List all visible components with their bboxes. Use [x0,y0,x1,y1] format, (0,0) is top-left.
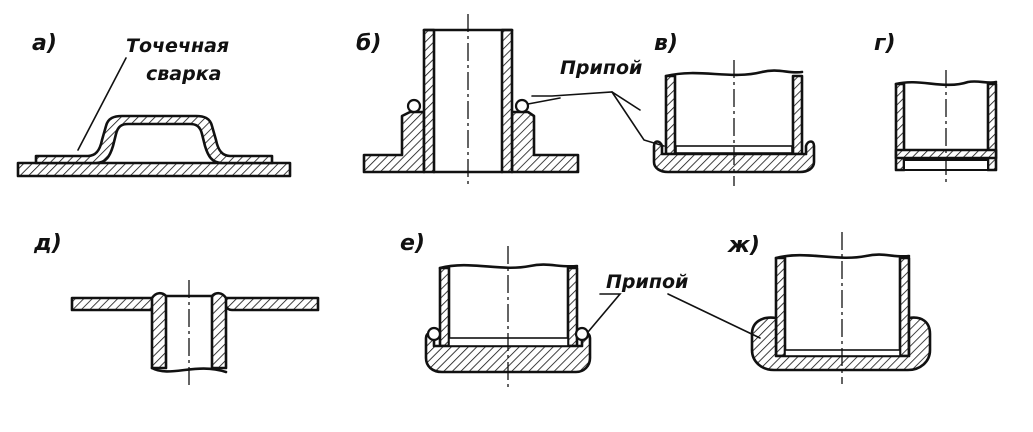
leader-solder-zh [667,293,761,339]
leader-solder-b [531,91,641,111]
flared-wall-right [210,291,228,370]
label-v: в) [654,31,678,56]
figure-b-tube-in-flange: б) [356,14,580,186]
flange-right [510,110,580,174]
leader-solder-b2 [527,97,561,105]
figure-e-cup-solder: е) Припой [400,231,688,388]
tube-wall-right [500,28,514,174]
solder-bead-right [514,98,530,114]
callout-spot-weld-line1: Точечная [126,35,229,57]
callout-spot-weld-line2: сварка [146,63,221,85]
figure-a-spot-weld: а) Точечная сварка [16,31,292,178]
label-d: д) [33,231,62,256]
tube-break-d [150,366,228,374]
cup-g-break [894,80,998,87]
solder-bead-left [406,98,422,114]
cup-wall-right [791,74,804,156]
label-b: б) [356,31,381,56]
figure-d-flared-tube: д) [33,231,320,388]
solder-fillet-right-e [574,326,590,342]
cup-zh-wall-left [774,256,787,358]
label-zh: ж) [727,233,760,258]
cup-break-line [664,69,804,78]
flared-wall-left [150,291,168,370]
callout-solder-top: Припой [560,57,642,79]
cup-zh-wall-right [898,256,911,358]
callout-solder-bottom: Припой [606,271,688,293]
figure-zh-cup-rolled: ж) [587,232,932,384]
flange [362,110,426,174]
cup-wall-left [664,74,677,156]
label-e: е) [400,231,425,256]
label-a: а) [32,31,57,56]
cup-g-wall-right [986,82,998,172]
label-g: г) [874,31,896,56]
leader-solder-v [611,91,665,147]
cup-e-wall-left [438,266,451,348]
base-plate [16,161,292,178]
leader-solder-e [587,293,622,333]
tube-wall-left [422,28,436,174]
cup-zh-bottom [750,316,932,372]
figure-v-cup-soldered: в) Припой [527,31,816,186]
leader-spot-weld [77,57,127,151]
cup-e-break [438,263,579,270]
figure-g-cup-flat: г) [874,31,998,184]
hat-profile [34,114,274,165]
solder-fillet-left-e [426,326,442,342]
sheet-right [223,296,320,312]
sheet-left [70,296,160,312]
cup-zh-break [774,253,911,260]
